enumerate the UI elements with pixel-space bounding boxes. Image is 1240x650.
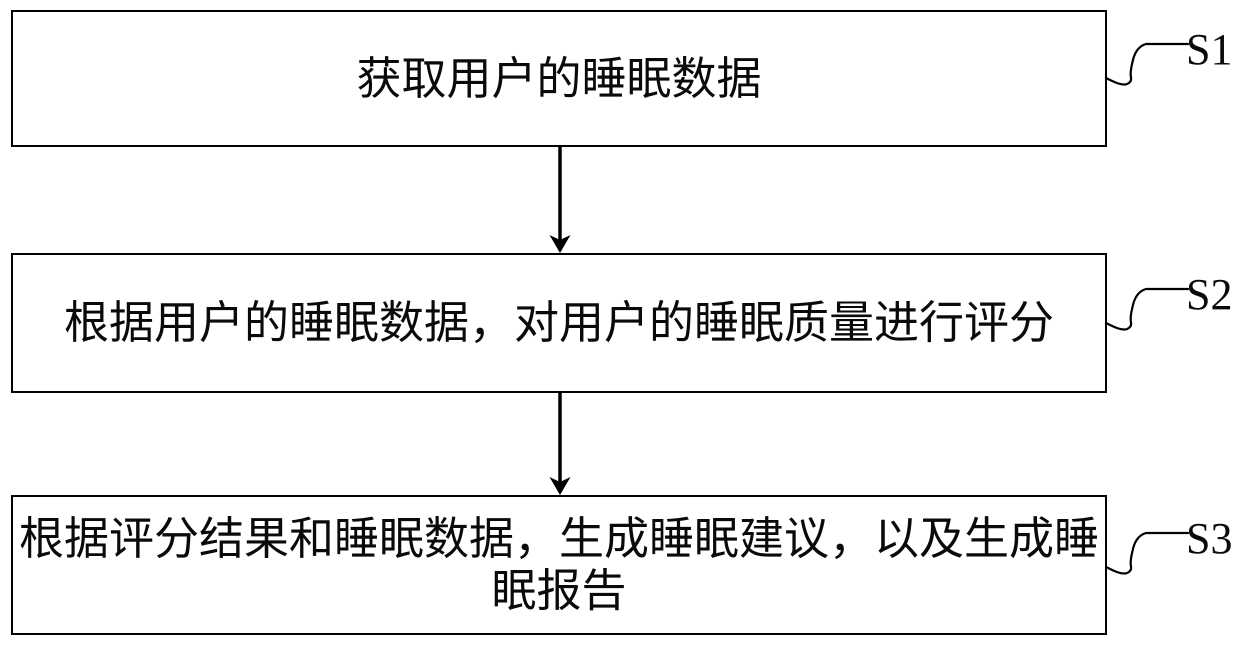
leader-line-s2 [1104, 287, 1190, 331]
step-text-s1: 获取用户的睡眠数据 [356, 53, 762, 104]
step-text-s2: 根据用户的睡眠数据，对用户的睡眠质量进行评分 [63, 298, 1054, 348]
step-text-s3: 根据评分结果和睡眠数据，生成睡眠建议，以及生成睡眠报告 [18, 514, 1099, 616]
ref-label-s2: S2 [1186, 270, 1233, 319]
ref-label-s3: S3 [1186, 514, 1233, 563]
step-box-s3: 根据评分结果和睡眠数据，生成睡眠建议，以及生成睡眠报告 [11, 495, 1107, 635]
arrow-down-icon [549, 147, 571, 253]
step-box-s1: 获取用户的睡眠数据 [11, 10, 1107, 147]
ref-label-s1: S1 [1186, 25, 1233, 74]
arrow-down-icon [549, 393, 571, 495]
leader-line-s3 [1104, 531, 1190, 575]
leader-line-s1 [1104, 42, 1190, 86]
step-box-s2: 根据用户的睡眠数据，对用户的睡眠质量进行评分 [11, 253, 1107, 393]
